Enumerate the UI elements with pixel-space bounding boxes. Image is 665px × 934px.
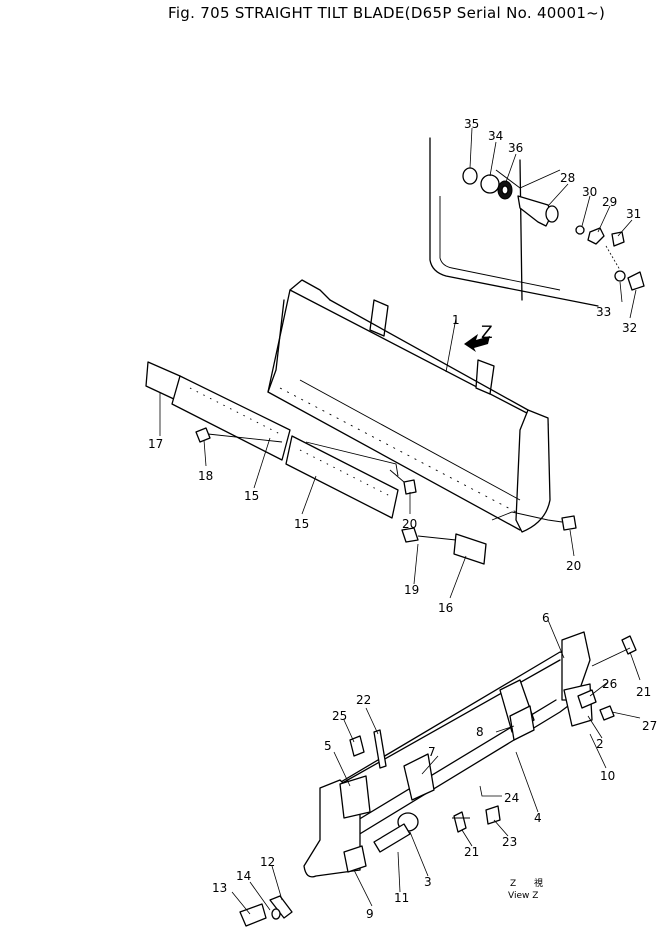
- part-25-bolt: [349, 735, 365, 757]
- blade-frame: [239, 631, 637, 927]
- part-32-bolt: [627, 271, 645, 291]
- part-22-pin: [373, 729, 387, 769]
- part-33-washer: [614, 270, 626, 282]
- part-14-washer: [271, 908, 281, 920]
- callout-21-right: 21: [636, 685, 651, 699]
- part-23-pin: [485, 805, 501, 825]
- part-18-bolt: [195, 427, 211, 443]
- callout-21-left: 21: [464, 845, 479, 859]
- callout-33: 33: [596, 305, 611, 319]
- part-20-nut-right: [561, 515, 577, 531]
- callout-19: 19: [404, 583, 419, 597]
- callout-11: 11: [394, 891, 409, 905]
- part-6-bracket: [561, 631, 591, 701]
- part-21-fitting-right: [621, 635, 637, 655]
- part-13-bolt: [239, 903, 267, 927]
- callout-32: 32: [622, 321, 637, 335]
- callout-8: 8: [476, 725, 484, 739]
- callout-15-right: 15: [294, 517, 309, 531]
- callout-6: 6: [542, 611, 550, 625]
- trunnion-assembly: [462, 167, 645, 291]
- callout-7: 7: [428, 745, 436, 759]
- callout-18: 18: [198, 469, 213, 483]
- callout-5: 5: [324, 739, 332, 753]
- callout-35: 35: [464, 117, 479, 131]
- callout-25: 25: [332, 709, 347, 723]
- view-note-label: View Z: [508, 891, 538, 901]
- view-z-note: Z 視 View Z: [508, 877, 543, 901]
- part-29-fitting: [587, 227, 605, 245]
- part-15-cutting-edge-right: [285, 435, 399, 519]
- view-z-arrow: [464, 334, 490, 352]
- callout-9: 9: [366, 907, 374, 921]
- callout-13: 13: [212, 881, 227, 895]
- callout-28: 28: [560, 171, 575, 185]
- part-7-bracket: [403, 753, 435, 801]
- part-31-bolt: [611, 231, 625, 247]
- callout-29: 29: [602, 195, 617, 209]
- leader-lines: [159, 127, 641, 915]
- part-34-bushing: [480, 174, 500, 194]
- callout-4: 4: [534, 811, 542, 825]
- callout-22: 22: [356, 693, 371, 707]
- callout-15-left: 15: [244, 489, 259, 503]
- callout-34: 34: [488, 129, 503, 143]
- figure-title: Fig. 705 STRAIGHT TILT BLADE(D65P Serial…: [168, 4, 606, 22]
- callout-numbers: 35 34 36 28 30 29 31 33 32 1 17 18 15 15…: [148, 117, 657, 921]
- callout-16: 16: [438, 601, 453, 615]
- callout-14: 14: [236, 869, 251, 883]
- view-note-z: Z: [510, 879, 516, 889]
- view-note-mark: 視: [534, 877, 543, 889]
- callout-12: 12: [260, 855, 275, 869]
- part-8-bracket: [509, 705, 535, 741]
- callout-31: 31: [626, 207, 641, 221]
- callout-10: 10: [600, 769, 615, 783]
- part-11-pin: [373, 823, 411, 853]
- view-z-marker: Z: [481, 323, 493, 343]
- cutting-edges: [145, 361, 577, 565]
- tractor-frame-outline: [429, 137, 599, 307]
- part-9-bracket: [343, 845, 367, 873]
- callout-2: 2: [596, 737, 604, 751]
- callout-17: 17: [148, 437, 163, 451]
- callout-23: 23: [502, 835, 517, 849]
- callout-1: 1: [452, 313, 460, 327]
- callout-30: 30: [582, 185, 597, 199]
- part-15-cutting-edge-left: [171, 375, 291, 461]
- blade: [267, 279, 551, 533]
- callout-20-right: 20: [566, 559, 581, 573]
- part-30-shim: [575, 225, 585, 235]
- part-35-collar: [462, 167, 478, 185]
- part-27-bolt: [599, 705, 615, 721]
- part-16-end-bit: [453, 533, 487, 565]
- part-19-bolt: [401, 527, 419, 543]
- callout-27: 27: [642, 719, 657, 733]
- callout-20-blade: 20: [402, 517, 417, 531]
- callout-26: 26: [602, 677, 617, 691]
- callout-36: 36: [508, 141, 523, 155]
- part-20-nut: [403, 479, 417, 495]
- callout-24: 24: [504, 791, 519, 805]
- callout-3: 3: [424, 875, 432, 889]
- part-21-fitting: [453, 811, 467, 833]
- part-5-bracket: [339, 775, 371, 819]
- part-28-trunnion: [517, 195, 553, 227]
